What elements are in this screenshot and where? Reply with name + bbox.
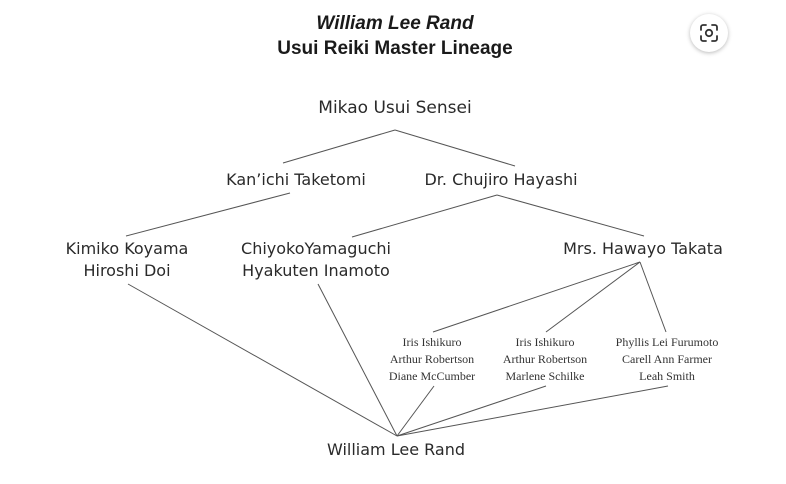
node-yamaguchi-inamoto: ChiyokoYamaguchi Hyakuten Inamoto	[241, 238, 391, 282]
node-label: Kan’ichi Taketomi	[226, 170, 366, 189]
node-hawayo-takata: Mrs. Hawayo Takata	[563, 238, 723, 260]
node-label: Mikao Usui Sensei	[318, 98, 472, 118]
node-label: Leah Smith	[639, 369, 695, 383]
visual-search-button[interactable]	[690, 14, 728, 52]
node-label: ChiyokoYamaguchi	[241, 239, 391, 258]
edge-group2-rand	[396, 385, 547, 437]
edge-group3-rand	[396, 385, 669, 437]
node-label: Dr. Chujiro Hayashi	[424, 170, 578, 189]
node-william-lee-rand: William Lee Rand	[327, 439, 465, 461]
edge-hayashi-takata	[496, 194, 645, 237]
node-label: Kimiko Koyama	[65, 239, 189, 258]
node-master-group-2: Iris Ishikuro Arthur Robertson Marlene S…	[503, 334, 587, 385]
visual-search-icon	[700, 24, 718, 42]
node-label: Arthur Robertson	[502, 352, 588, 366]
edge-takata-group3	[639, 261, 667, 333]
node-label: Marlene Schilke	[505, 369, 585, 383]
node-label: Phyllis Lei Furumoto	[615, 335, 719, 349]
node-label: Iris Ishikuro	[515, 335, 575, 349]
edge-yamaguchi-rand	[317, 283, 398, 437]
node-mikao-usui: Mikao Usui Sensei	[318, 97, 471, 119]
node-label: Mrs. Hawayo Takata	[563, 239, 723, 258]
node-master-group-1: Iris Ishikuro Arthur Robertson Diane McC…	[389, 334, 475, 385]
node-chujiro-hayashi: Dr. Chujiro Hayashi	[424, 169, 577, 191]
diagram-title: William Lee Rand	[316, 13, 474, 34]
edge-takata-group2	[545, 261, 641, 333]
edge-takata-group1	[432, 261, 641, 333]
edge-usui-hayashi	[394, 129, 516, 167]
edge-hayashi-yamaguchi	[351, 194, 498, 238]
edge-koyama-rand	[127, 283, 398, 437]
node-master-group-3: Phyllis Lei Furumoto Carell Ann Farmer L…	[616, 334, 719, 385]
node-label: Carell Ann Farmer	[622, 352, 712, 366]
node-koyama-doi: Kimiko Koyama Hiroshi Doi	[66, 238, 189, 282]
node-label: Iris Ishikuro	[402, 335, 462, 349]
node-kanichi-taketomi: Kan’ichi Taketomi	[226, 169, 366, 191]
node-label: Diane McCumber	[388, 369, 476, 383]
edge-group1-rand	[396, 385, 435, 437]
node-label: Arthur Robertson	[389, 352, 475, 366]
node-label: Hiroshi Doi	[83, 261, 171, 280]
diagram-subtitle: Usui Reiki Master Lineage	[277, 38, 513, 59]
edge-usui-taketomi	[282, 129, 396, 164]
node-label: Hyakuten Inamoto	[242, 261, 390, 280]
node-label: William Lee Rand	[327, 440, 465, 459]
edge-taketomi-koyama	[125, 192, 291, 237]
